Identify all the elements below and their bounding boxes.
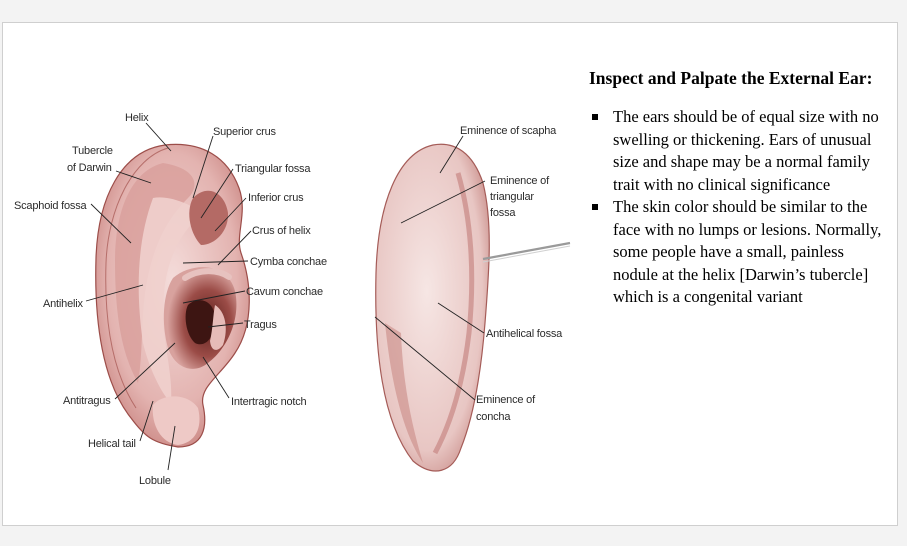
ear-anatomy-figure: Helix Superior crus Tubercle of Darwin T…: [14, 112, 571, 487]
label-scaphoid-fossa: Scaphoid fossa: [14, 200, 87, 212]
right-ear-illustration: [375, 143, 571, 472]
label-antihelical-fossa: Antihelical fossa: [486, 328, 563, 340]
label-eminence-scapha: Eminence of scapha: [460, 125, 557, 137]
label-cavum-conchae: Cavum conchae: [246, 286, 323, 298]
label-helical-tail: Helical tail: [88, 438, 136, 450]
right-ear-leader-lines: [374, 135, 486, 401]
slide: Helix Superior crus Tubercle of Darwin T…: [2, 22, 898, 526]
bullet-item: The ears should be of equal size with no…: [589, 106, 889, 196]
left-ear-scapha: [115, 163, 195, 383]
label-lobule: Lobule: [139, 475, 171, 487]
left-ear-antihelix-ridge: [138, 197, 203, 403]
bullet-text: The skin color should be similar to the …: [613, 197, 882, 306]
left-ear-lobule: [152, 396, 200, 445]
label-crus-of-helix: Crus of helix: [252, 225, 311, 237]
left-ear-label-group: Helix Superior crus Tubercle of Darwin T…: [14, 112, 327, 487]
label-triangular-fossa: Triangular fossa: [235, 163, 311, 175]
right-ear-back-ridge: [432, 172, 475, 455]
label-eminence-concha-1: Eminence of: [476, 394, 536, 406]
label-intertragic-notch: Intertragic notch: [231, 396, 307, 408]
left-ear-crus-of-helix: [182, 268, 232, 281]
right-ear-probe: [482, 241, 571, 261]
bullet-list: The ears should be of equal size with no…: [589, 106, 889, 309]
left-ear-leader-lines: [85, 122, 252, 471]
label-eminence-triangular-1: Eminence of: [490, 175, 550, 187]
label-helix: Helix: [125, 112, 149, 124]
bullet-item: The skin color should be similar to the …: [589, 196, 889, 309]
label-superior-crus: Superior crus: [213, 126, 277, 138]
label-eminence-triangular-2: triangular: [490, 191, 534, 203]
label-tragus: Tragus: [244, 319, 277, 331]
label-tubercle-1: Tubercle: [72, 145, 113, 157]
bullet-square-icon: [592, 204, 598, 210]
label-tubercle-2: of Darwin: [67, 162, 112, 174]
label-cymba-conchae: Cymba conchae: [250, 256, 327, 268]
text-panel: Inspect and Palpate the External Ear: Th…: [589, 68, 889, 309]
label-eminence-triangular-3: fossa: [490, 207, 516, 219]
left-ear-tragus: [210, 305, 226, 350]
bullet-text: The ears should be of equal size with no…: [613, 107, 879, 194]
slide-heading: Inspect and Palpate the External Ear:: [589, 68, 873, 88]
label-antitragus: Antitragus: [63, 395, 111, 407]
left-ear-triangular-fossa: [189, 190, 229, 245]
label-antihelix: Antihelix: [43, 298, 83, 310]
left-ear-canal: [185, 300, 215, 345]
label-inferior-crus: Inferior crus: [248, 192, 304, 204]
label-eminence-concha-2: concha: [476, 411, 511, 423]
bullet-square-icon: [592, 114, 598, 120]
right-ear-label-group: Eminence of scapha Eminence of triangula…: [460, 125, 563, 423]
right-ear-back-shadow: [385, 323, 423, 463]
left-ear-illustration: [95, 143, 250, 448]
